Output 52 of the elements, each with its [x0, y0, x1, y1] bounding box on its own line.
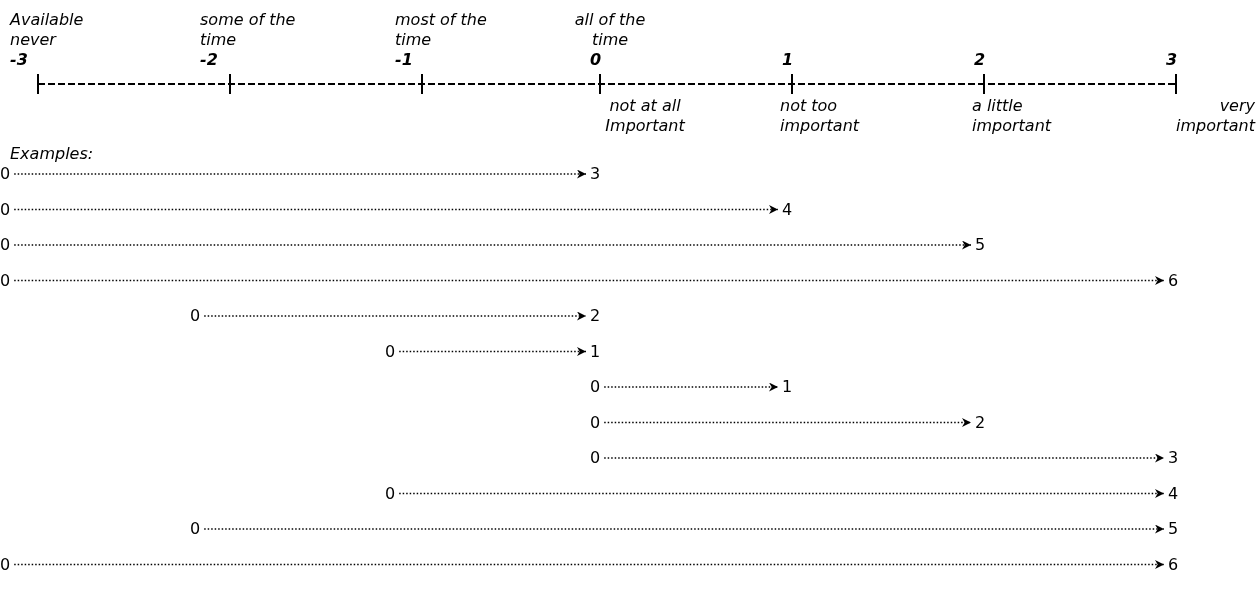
value-label: 0 — [0, 235, 11, 255]
scale-caption: very important — [1174, 96, 1255, 136]
scale-caption: a little important — [972, 96, 1053, 136]
value-label: 0 — [590, 448, 601, 468]
value-label: 6 — [1168, 554, 1179, 575]
value-label: 0 — [190, 519, 201, 539]
value-label: 0 — [0, 199, 11, 220]
value-label: 2 — [975, 412, 986, 433]
arrow — [603, 418, 972, 427]
arrow — [203, 311, 587, 321]
value-label: 0 — [190, 306, 201, 326]
value-label: 2 — [590, 306, 601, 326]
value-label: 4 — [782, 199, 793, 220]
arrow — [13, 240, 972, 250]
scale-caption: Available never — [10, 10, 85, 50]
value-label: 3 — [1168, 448, 1179, 468]
arrow — [603, 382, 779, 392]
arrow — [13, 169, 587, 179]
scale-caption: not at all Important — [604, 96, 687, 136]
arrow — [13, 205, 779, 214]
value-label: 0 — [385, 483, 396, 504]
arrow — [13, 276, 1165, 285]
value-label: 5 — [1168, 519, 1179, 539]
value-label: 0 — [0, 164, 11, 184]
scale-number: -1 — [395, 50, 413, 70]
scale-number: 2 — [974, 50, 986, 70]
value-label: 0 — [385, 341, 396, 362]
scale-number: 3 — [1166, 50, 1178, 70]
value-label: 0 — [590, 412, 601, 433]
value-label: 5 — [975, 235, 986, 255]
scale-caption: some of the time — [200, 10, 297, 50]
scale-caption: most of the time — [395, 10, 488, 50]
arrow — [603, 453, 1165, 463]
scale-number: -2 — [200, 50, 218, 70]
value-label: 0 — [0, 554, 11, 575]
arrow — [398, 347, 587, 356]
scale-number: -3 — [10, 50, 28, 70]
arrow — [13, 560, 1165, 569]
value-label: 4 — [1168, 483, 1179, 504]
section-heading: Examples: — [10, 144, 94, 164]
scale-caption: all of the time — [573, 10, 647, 50]
value-label: 1 — [782, 377, 793, 397]
value-label: 0 — [0, 270, 11, 291]
value-label: 3 — [590, 164, 601, 184]
value-label: 6 — [1168, 270, 1179, 291]
value-label: 0 — [590, 377, 601, 397]
scale-caption: not too important — [780, 96, 861, 136]
value-label: 1 — [590, 341, 601, 362]
scale-number: 0 — [590, 50, 602, 70]
arrow — [203, 524, 1165, 534]
scale-number: 1 — [782, 50, 794, 70]
arrow — [398, 489, 1165, 498]
